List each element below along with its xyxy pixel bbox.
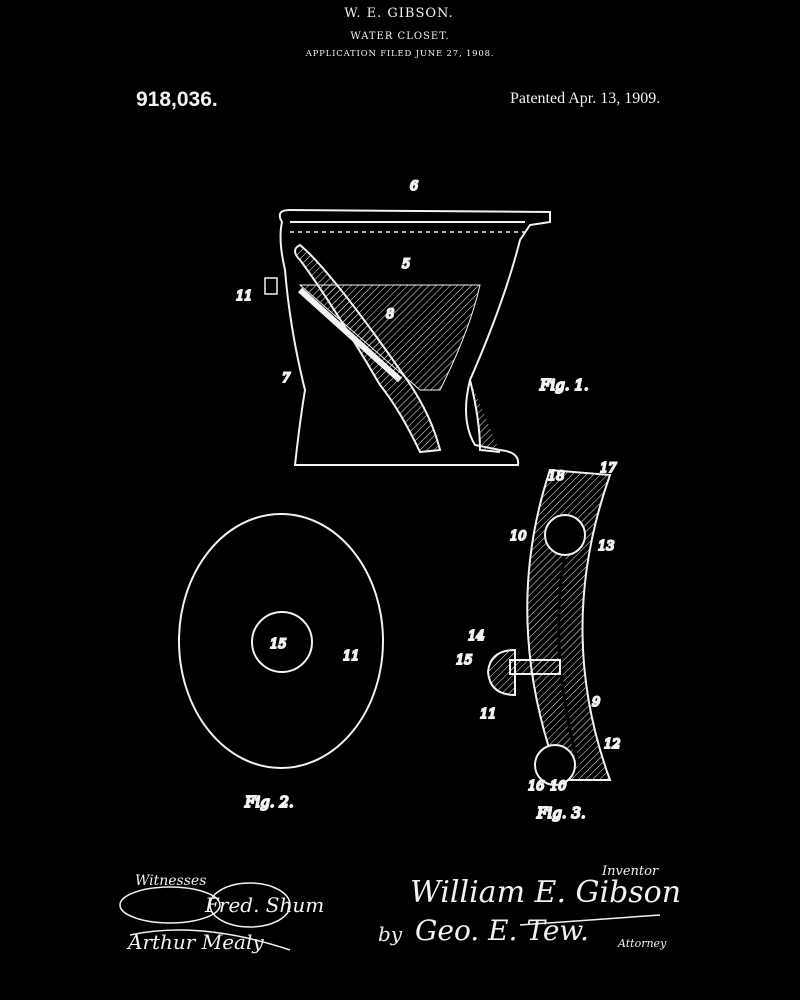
- attorney-label: Attorney: [618, 937, 667, 950]
- fig3-ref-10b: 10: [550, 779, 567, 794]
- application-filed: APPLICATION FILED JUNE 27, 1908.: [305, 49, 495, 59]
- fig1-ref-5: 5: [402, 257, 410, 272]
- fig3-label: Fig. 3.: [536, 804, 586, 822]
- patent-title: WATER CLOSET.: [350, 31, 450, 42]
- fig3-ref-15: 15: [456, 653, 473, 668]
- fig3-ref-11: 11: [480, 707, 497, 722]
- fig1-toilet-section: [264, 208, 551, 466]
- patented-date: Patented Apr. 13, 1909.: [510, 90, 661, 107]
- fig3-ref-17: 17: [600, 461, 617, 476]
- attorney-signature: Geo. E. Tew.: [415, 914, 589, 947]
- fig1-ref-8: 8: [386, 307, 394, 322]
- fig3-section: [486, 468, 612, 786]
- fig3-ref-12: 12: [604, 737, 621, 752]
- fig3-ref-9: 9: [592, 695, 600, 710]
- fig2-label: Fig. 2.: [244, 793, 294, 811]
- patent-number: 918,036.: [136, 88, 218, 111]
- by-label: by: [378, 922, 403, 946]
- witness-flourishes: [119, 882, 291, 951]
- fig2-ref-15: 15: [270, 637, 287, 652]
- fig3-ref-10: 10: [510, 529, 527, 544]
- fig3-ref-13: 13: [598, 539, 615, 554]
- witness-signature-2: Arthur Mealy: [128, 930, 264, 954]
- fig1-ref-6: 6: [410, 179, 418, 194]
- inventor-name: W. E. GIBSON.: [344, 6, 454, 21]
- fig3-ref-18: 18: [548, 469, 565, 484]
- fig1-ref-11: 11: [236, 289, 253, 304]
- fig1-label: Fig. 1.: [539, 376, 589, 394]
- inventor-signature: William E. Gibson: [410, 875, 682, 910]
- witness-signature-1: Fred. Shum: [205, 893, 325, 917]
- witnesses-label: Witnesses: [135, 873, 207, 889]
- inventor-label: Inventor: [602, 864, 659, 879]
- fig1-ref-7: 7: [282, 371, 291, 386]
- fig2-ref-11: 11: [343, 649, 360, 664]
- fig2-disc: [178, 513, 384, 769]
- signature-underline: [519, 914, 661, 926]
- fig3-ref-14: 14: [468, 629, 485, 644]
- fig3-ref-16: 16: [528, 779, 545, 794]
